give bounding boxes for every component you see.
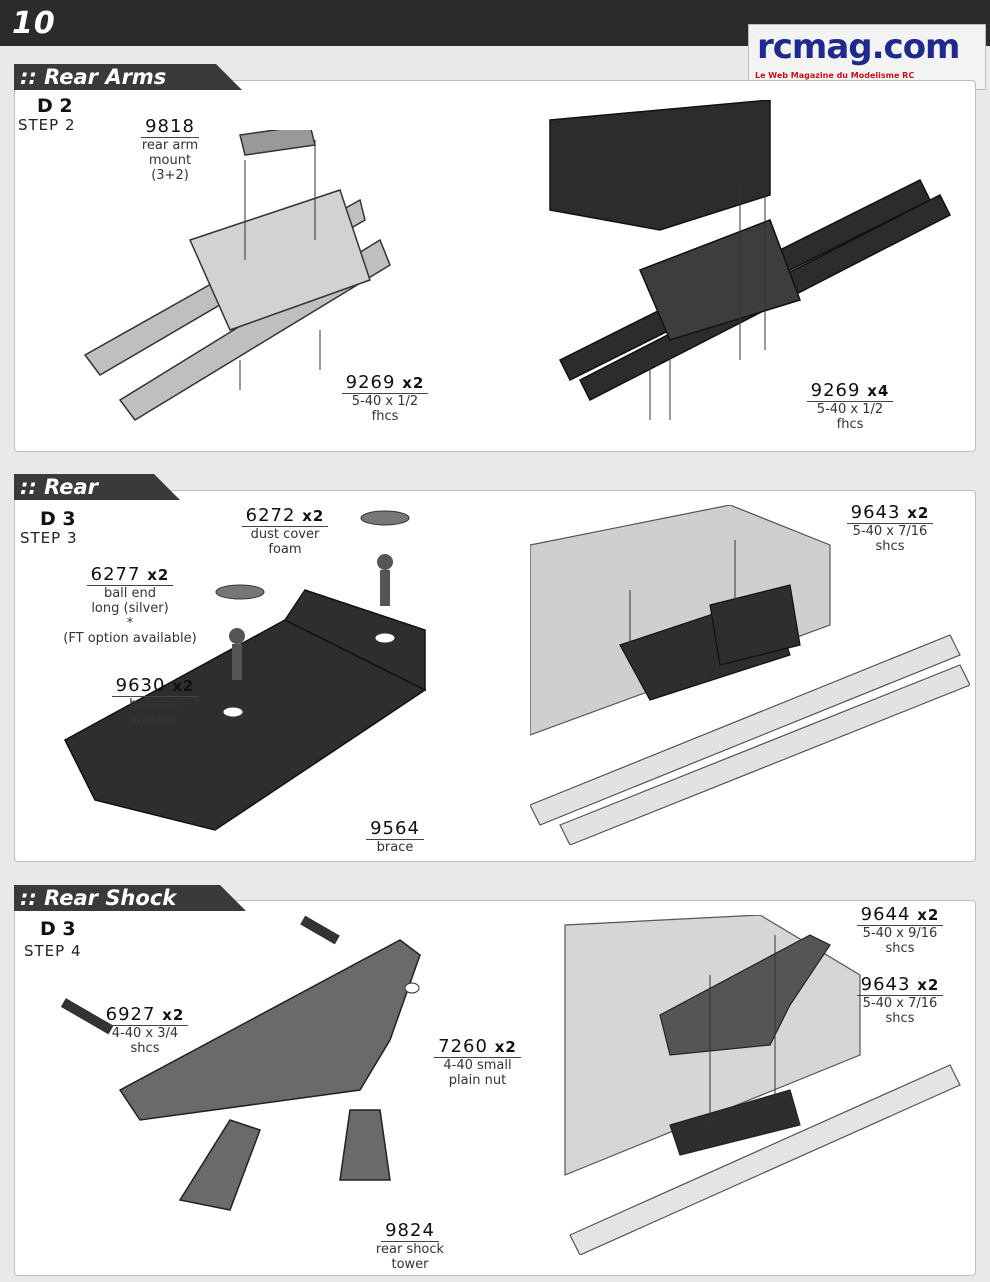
part-number: 9643 — [860, 974, 911, 995]
page-number: 10 — [12, 6, 56, 41]
rcmag-logo: rcmag.com Le Web Magazine du Modelisme R… — [748, 24, 986, 90]
part-number: 6272 — [245, 505, 296, 526]
callout-9564: 9564 brace — [360, 818, 430, 855]
callout-7260: 7260 x2 4-40 small plain nut — [420, 1036, 535, 1088]
part-desc: 5-40 x 1/2 — [351, 394, 419, 409]
part-desc: brace — [376, 840, 414, 855]
section-header-rear-arms: :: Rear Arms (cont.) — [14, 64, 242, 115]
chassis-arm-diagram — [549, 100, 952, 420]
callout-9643: 9643 x2 5-40 x 7/16 shcs — [830, 502, 950, 554]
part-number: 9564 — [366, 818, 424, 840]
callout-6272: 6272 x2 dust cover foam — [230, 505, 340, 557]
callout-6927: 6927 x2 4-40 x 3/4 shcs — [90, 1004, 200, 1056]
shock-tower-diagram — [60, 915, 421, 1211]
part-desc: 5-40 x 7/16 — [862, 996, 938, 1011]
part-desc: dust cover — [250, 527, 320, 542]
section-header-rear-shock-tower: :: Rear Shock Tower — [14, 885, 246, 936]
part-desc: rear shock — [375, 1242, 445, 1257]
part-number: 9269 — [345, 372, 396, 393]
step-id: D 3 — [40, 508, 76, 530]
part-qty: x2 — [494, 1038, 517, 1056]
rear-arm-diagram — [83, 130, 391, 421]
step-id: D 3 — [40, 918, 76, 940]
callout-9630: 9630 x2 ballstud washer — [100, 675, 210, 727]
part-number: 9643 — [850, 502, 901, 523]
part-number: 6277 — [90, 564, 141, 585]
part-qty: x2 — [302, 507, 325, 525]
callout-9643-tower: 9643 x2 5-40 x 7/16 shcs — [840, 974, 960, 1026]
step-label: STEP 3 — [20, 529, 78, 547]
part-desc: (3+2) — [151, 168, 189, 183]
callout-9269-x4: 9269 x4 5-40 x 1/2 fhcs — [790, 380, 910, 432]
part-desc: shcs — [885, 941, 915, 956]
part-desc: * — [126, 616, 134, 631]
part-qty: x2 — [917, 976, 940, 994]
callout-9818: 9818 rear arm mount (3+2) — [130, 116, 210, 183]
part-number: 9630 — [115, 675, 166, 696]
part-qty: x2 — [162, 1006, 185, 1024]
step-id: D 2 — [37, 95, 73, 117]
part-desc: tower — [391, 1257, 429, 1272]
part-qty: x2 — [917, 906, 940, 924]
part-desc: 5-40 x 9/16 — [862, 926, 938, 941]
top-bar: 10 — [0, 0, 990, 46]
callout-9644: 9644 x2 5-40 x 9/16 shcs — [840, 904, 960, 956]
part-desc: 4-40 small — [443, 1058, 512, 1073]
part-desc: mount — [148, 153, 192, 168]
part-desc: shcs — [885, 1011, 915, 1026]
part-number: 9818 — [141, 116, 199, 138]
part-desc: washer — [131, 712, 179, 727]
part-desc: 4-40 x 3/4 — [111, 1026, 179, 1041]
part-qty: x4 — [867, 382, 890, 400]
part-number: 9644 — [860, 904, 911, 925]
part-desc: fhcs — [836, 417, 864, 432]
part-desc: (FT option available) — [63, 631, 197, 646]
part-desc: plain nut — [448, 1073, 507, 1088]
callout-9824: 9824 rear shock tower — [365, 1220, 455, 1272]
part-desc: shcs — [875, 539, 905, 554]
part-desc: ballstud — [129, 697, 181, 712]
section-header-rear-brace: :: Rear Brace — [14, 474, 180, 525]
step-label: STEP 4 — [24, 942, 82, 960]
part-number: 6927 — [105, 1004, 156, 1025]
part-desc: ball end — [103, 586, 157, 601]
part-number: 9824 — [381, 1220, 439, 1242]
step-label: STEP 2 — [18, 116, 76, 134]
part-desc: fhcs — [371, 409, 399, 424]
callout-9269-x2: 9269 x2 5-40 x 1/2 fhcs — [330, 372, 440, 424]
part-desc: shcs — [130, 1041, 160, 1056]
shock-tower-chassis-diagram — [564, 915, 961, 1255]
part-desc: long (silver) — [91, 601, 169, 616]
logo-text: rcmag.com — [757, 27, 960, 67]
part-desc: rear arm — [141, 138, 199, 153]
logo-tagline: Le Web Magazine du Modelisme RC — [755, 71, 915, 80]
part-qty: x2 — [147, 566, 170, 584]
part-qty: x2 — [907, 504, 930, 522]
brace-diagram — [64, 510, 427, 831]
part-number: 9269 — [810, 380, 861, 401]
callout-6277: 6277 x2 ball end long (silver) * (FT opt… — [45, 564, 215, 646]
part-number: 7260 — [438, 1036, 488, 1057]
brace-chassis-diagram — [530, 505, 970, 845]
part-qty: x2 — [172, 677, 195, 695]
part-qty: x2 — [402, 374, 425, 392]
part-desc: 5-40 x 7/16 — [852, 524, 928, 539]
part-desc: 5-40 x 1/2 — [816, 402, 884, 417]
part-desc: foam — [268, 542, 302, 557]
